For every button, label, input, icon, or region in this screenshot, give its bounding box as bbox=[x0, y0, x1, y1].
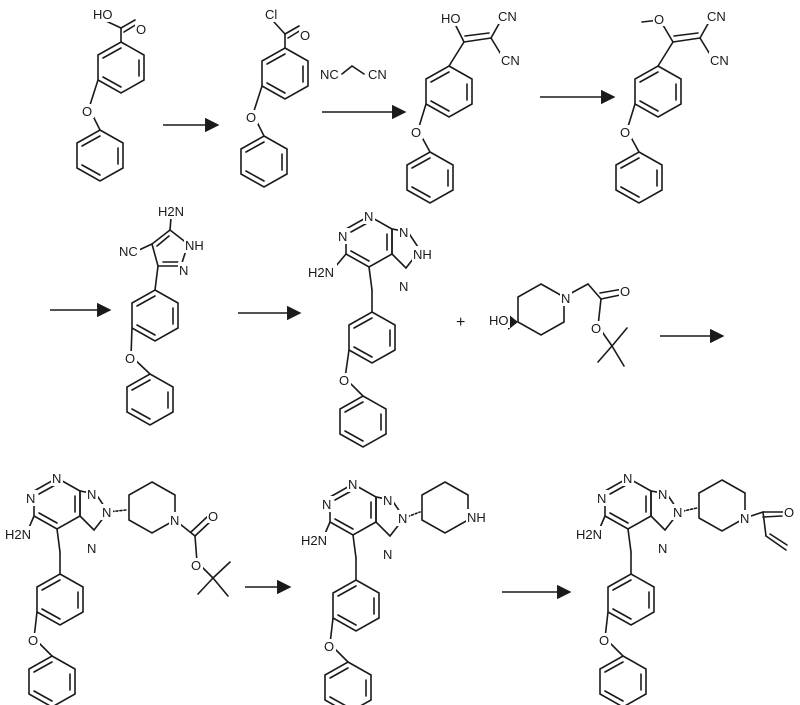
atom-ether-oxygen: O bbox=[28, 633, 38, 648]
atom-pyrazole-n: N bbox=[658, 487, 667, 502]
atom-nitrile: CN bbox=[501, 53, 520, 68]
atom-piperidine-n: N bbox=[170, 513, 179, 528]
atom-pyrazole-n: N bbox=[102, 505, 111, 520]
atom-carbonyl-oxygen: O bbox=[136, 22, 146, 37]
atom-pyrimidine-n: N bbox=[52, 471, 61, 486]
atom-hydroxyl: HO bbox=[441, 11, 461, 26]
atom-pyrazole-n: N bbox=[399, 225, 408, 240]
plus-sign: + bbox=[456, 314, 465, 331]
atom-amino: H2N bbox=[5, 527, 31, 542]
atom-hydroxyl: HO bbox=[93, 7, 113, 22]
atom-amino: H2N bbox=[301, 533, 327, 548]
atom-pyrazole-n: N bbox=[399, 279, 408, 294]
atom-pyrazole-n: N bbox=[179, 263, 188, 278]
atom-ether-oxygen: O bbox=[599, 633, 609, 648]
atom-carbonyl-oxygen: O bbox=[300, 28, 310, 43]
atom-pyrimidine-n: N bbox=[338, 229, 347, 244]
atom-carbonyl-oxygen: O bbox=[784, 505, 794, 520]
compound-acrylamide-final-product: N N N N N H2N N O O bbox=[575, 470, 796, 705]
atom-nitrile: CN bbox=[498, 9, 517, 24]
atom-ester-oxygen: O bbox=[591, 321, 601, 336]
compound-pyrazolopyrimidine-core: N N N NH N H2N O bbox=[307, 208, 434, 448]
reagent-cn: CN bbox=[368, 67, 387, 82]
atom-ether-oxygen: O bbox=[246, 110, 256, 125]
reagent-nc: NC bbox=[320, 67, 339, 82]
compound-methoxy-methylene-malononitrile: O CN CN O bbox=[615, 8, 731, 204]
atom-ether-oxygen: O bbox=[82, 104, 92, 119]
atom-pyrimidine-n: N bbox=[348, 477, 357, 492]
atom-pyrazole-n: N bbox=[658, 541, 667, 556]
atom-amino: H2N bbox=[576, 527, 602, 542]
atom-carbonyl-oxygen: O bbox=[620, 284, 630, 299]
atom-nitrile: CN bbox=[710, 53, 729, 68]
compound-deprotected-piperidine-intermediate: N N N N N H2N NH O bbox=[300, 476, 488, 705]
ring-benzoic bbox=[88, 19, 145, 131]
atom-pyrazole-n: N bbox=[673, 505, 682, 520]
atom-piperidine-n: N bbox=[561, 291, 570, 306]
ring-phenyl bbox=[76, 129, 124, 182]
compound-4-phenoxybenzoic-acid: HO O O bbox=[76, 6, 148, 182]
atom-amino: H2N bbox=[308, 265, 334, 280]
atom-pyrazole-n: N bbox=[383, 547, 392, 562]
compound-aminopyrazole-carbonitrile: H2N NC NH N O bbox=[118, 203, 206, 426]
compound-boc-protected-ibrutinib-precursor: N N N N N H2N N O O O bbox=[4, 470, 231, 705]
atom-pyrazole-n: N bbox=[383, 493, 392, 508]
atom-pyrazole-nh: NH bbox=[185, 238, 204, 253]
atom-ether-oxygen: O bbox=[324, 639, 334, 654]
atom-nitrile: CN bbox=[707, 9, 726, 24]
atom-piperidine-nh: NH bbox=[467, 510, 486, 525]
atom-ester-oxygen: O bbox=[191, 558, 201, 573]
atom-methoxy-oxygen: O bbox=[654, 12, 664, 27]
atom-pyrazole-n: N bbox=[87, 541, 96, 556]
atom-ether-oxygen: O bbox=[620, 125, 630, 140]
atom-pyrimidine-n: N bbox=[597, 491, 606, 506]
atom-hydroxyl: HO bbox=[489, 313, 509, 328]
atom-pyrazole-n: N bbox=[398, 511, 407, 526]
compound-4-phenoxybenzoyl-chloride: Cl O O bbox=[240, 6, 312, 188]
compound-hydroxy-methylene-malononitrile: HO CN CN O bbox=[406, 8, 522, 204]
atom-piperidine-n: N bbox=[740, 511, 749, 526]
atom-ether-oxygen: O bbox=[339, 373, 349, 388]
atom-pyrazole-nh: NH bbox=[413, 247, 432, 262]
atom-amino: H2N bbox=[158, 204, 184, 219]
atom-pyrimidine-n: N bbox=[623, 471, 632, 486]
atom-ether-oxygen: O bbox=[411, 125, 421, 140]
atom-pyrimidine-n: N bbox=[26, 491, 35, 506]
atom-pyrazole-n: N bbox=[87, 487, 96, 502]
atom-ether-oxygen: O bbox=[125, 351, 135, 366]
atom-chlorine: Cl bbox=[265, 7, 277, 22]
atom-pyrimidine-n: N bbox=[364, 209, 373, 224]
compound-boc-3-hydroxypiperidine: HO N O O bbox=[488, 283, 632, 367]
atom-pyrimidine-n: N bbox=[322, 497, 331, 512]
reagent-malononitrile: NC CN bbox=[320, 65, 387, 82]
atom-nitrile: NC bbox=[119, 244, 138, 259]
atom-carbonyl-oxygen: O bbox=[208, 509, 218, 524]
